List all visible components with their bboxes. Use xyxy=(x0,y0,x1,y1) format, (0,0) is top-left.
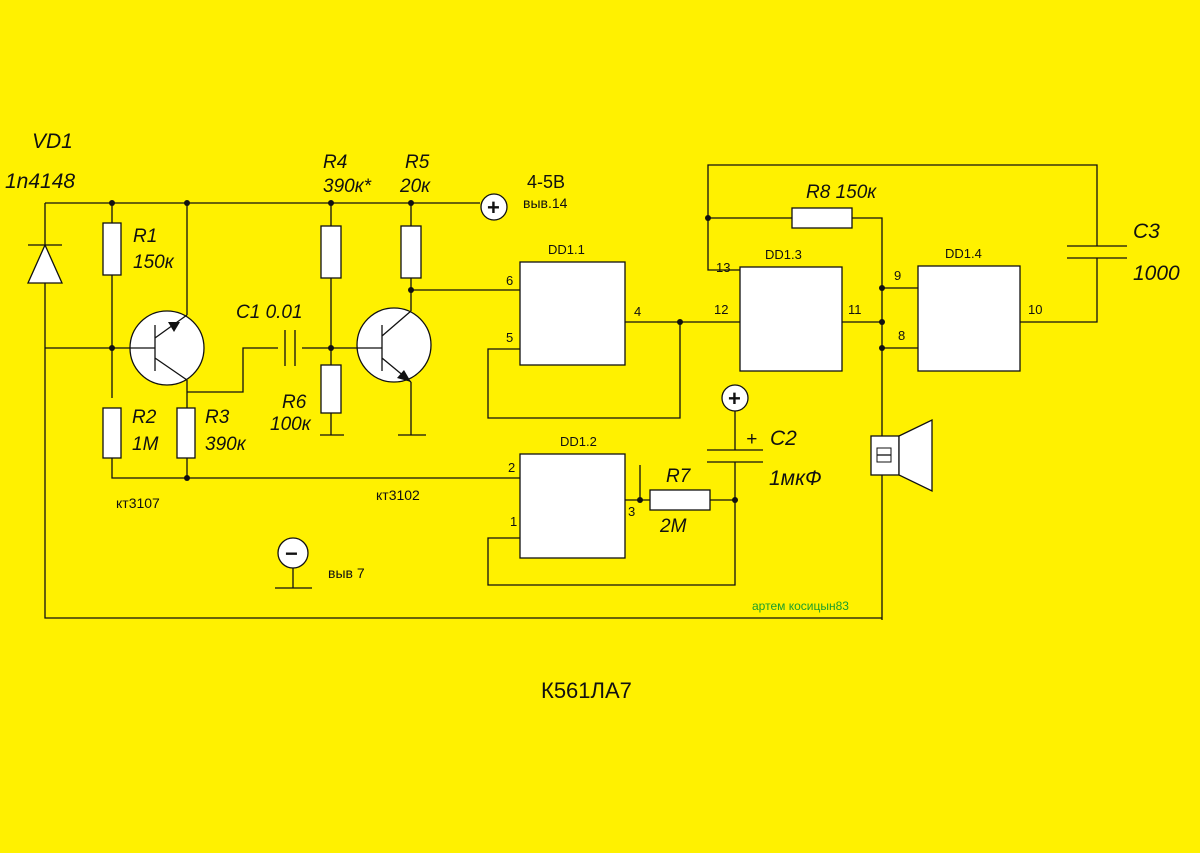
pin-1: 1 xyxy=(510,514,517,529)
plus-sign: + xyxy=(487,195,500,220)
ground-rail xyxy=(44,203,882,619)
label-r7-name: R7 xyxy=(666,466,692,487)
pin-9: 9 xyxy=(894,268,901,283)
transistor-q1 xyxy=(129,310,205,386)
minus-terminal-icon xyxy=(275,537,312,589)
pin-12: 12 xyxy=(714,302,728,317)
label-r3-value: 390к xyxy=(205,434,247,455)
label-r8: R8 150к xyxy=(806,182,877,203)
transistor-q2 xyxy=(356,307,432,383)
resistor-r6 xyxy=(320,364,342,414)
label-dd1-1: DD1.1 xyxy=(548,242,585,257)
pin-3: 3 xyxy=(628,504,635,519)
label-c2-value: 1мкФ xyxy=(769,467,822,490)
label-r6-value: 100к xyxy=(270,414,312,435)
minus-sign: − xyxy=(285,541,298,566)
pin5-wire xyxy=(487,322,681,419)
label-r2-value: 1M xyxy=(132,434,159,455)
label-r4-name: R4 xyxy=(323,152,347,173)
ic-title: К561ЛА7 xyxy=(541,678,632,703)
label-r4-value: 390к* xyxy=(323,176,372,197)
c3-loop xyxy=(707,164,1098,323)
gate-dd1-3 xyxy=(739,266,843,372)
label-dd1-3: DD1.3 xyxy=(765,247,802,262)
label-q1-type: кт3107 xyxy=(116,495,160,511)
label-ground-pin: выв 7 xyxy=(328,565,365,581)
r1-r2-branch xyxy=(111,203,500,479)
label-vd1-value: 1n4148 xyxy=(5,170,75,193)
gate-dd1-1 xyxy=(519,261,626,366)
r8-wire xyxy=(707,217,883,620)
pin-2: 2 xyxy=(508,460,515,475)
capacitor-c1 xyxy=(284,330,296,366)
label-q2-type: кт3102 xyxy=(376,487,420,503)
label-r1-name: R1 xyxy=(133,226,157,247)
resistor-r8 xyxy=(791,207,853,229)
label-r7-value: 2M xyxy=(659,516,687,537)
junction-dots xyxy=(109,200,885,503)
capacitor-c2 xyxy=(707,449,763,463)
wires xyxy=(44,164,1098,620)
label-dd1-2: DD1.2 xyxy=(560,434,597,449)
q2-emitter-ground xyxy=(398,382,426,436)
label-dd1-4: DD1.4 xyxy=(945,246,982,261)
label-c3-name: C3 xyxy=(1133,220,1160,243)
pin-10: 10 xyxy=(1028,302,1042,317)
resistor-r5 xyxy=(400,225,422,279)
c2-plus-terminal-icon xyxy=(721,384,749,412)
dd13-out-wire xyxy=(842,287,918,349)
c2-plus-sign: + xyxy=(728,386,741,411)
plus-terminal-icon xyxy=(480,193,508,221)
label-r5-name: R5 xyxy=(405,152,430,173)
resistor-r7 xyxy=(649,489,711,511)
pin-6: 6 xyxy=(506,273,513,288)
pin-11: 11 xyxy=(848,302,862,317)
label-supply-pin: выв.14 xyxy=(523,195,568,211)
label-r1-value: 150к xyxy=(133,252,175,273)
label-vd1-name: VD1 xyxy=(32,130,73,153)
pin-5: 5 xyxy=(506,330,513,345)
speaker-icon xyxy=(870,418,933,493)
pin-4: 4 xyxy=(634,304,641,319)
pin-8: 8 xyxy=(898,328,905,343)
pin-13: 13 xyxy=(716,260,730,275)
capacitor-c3 xyxy=(1067,245,1127,259)
resistor-r1 xyxy=(102,222,122,276)
gate-dd1-2 xyxy=(519,453,626,559)
label-c2-plus: + xyxy=(746,429,757,450)
label-r5-value: 20к xyxy=(399,176,431,197)
label-c3-value: 1000 xyxy=(1133,262,1180,285)
label-c1: C1 0.01 xyxy=(236,302,303,323)
pin1-loop xyxy=(487,500,736,586)
resistor-r4 xyxy=(320,225,342,279)
resistor-r3 xyxy=(176,407,196,459)
label-r3-name: R3 xyxy=(205,407,230,428)
gate-dd1-4 xyxy=(917,265,1021,372)
author-signature: артем косицын83 xyxy=(752,599,849,613)
diode-vd1 xyxy=(26,243,64,284)
label-r2-name: R2 xyxy=(132,407,157,428)
label-c2-name: C2 xyxy=(770,427,797,450)
resistor-r2 xyxy=(102,407,122,459)
label-supply-voltage: 4-5В xyxy=(527,172,565,192)
label-r6-name: R6 xyxy=(282,392,307,413)
